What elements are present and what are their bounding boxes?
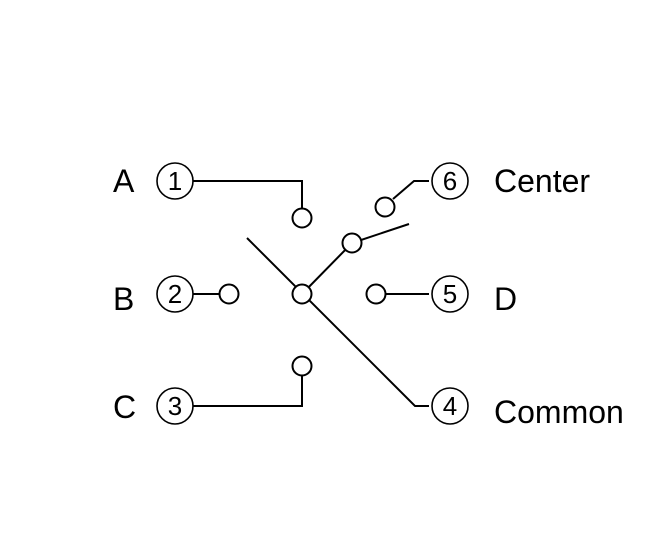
terminal-2-number: 2	[168, 279, 182, 309]
terminal-1-label: A	[113, 163, 135, 199]
terminal-5-number: 5	[443, 279, 457, 309]
terminal-2: 2 B	[113, 275, 194, 317]
terminal-4-label: Common	[494, 394, 624, 430]
terminal-1: 1 A	[113, 162, 194, 200]
contact-d	[365, 283, 387, 305]
contact-b	[218, 283, 240, 305]
common-arm	[246, 237, 429, 407]
contact-a	[291, 207, 313, 229]
terminal-2-circle	[156, 275, 194, 313]
contact-center	[374, 196, 396, 218]
wire-pin3	[193, 376, 303, 407]
terminal-1-number: 1	[168, 166, 182, 196]
wire-pin6	[392, 180, 429, 200]
terminal-2-label: B	[113, 281, 134, 317]
terminal-6-circle	[431, 162, 469, 200]
terminal-3-circle	[156, 387, 194, 425]
contact-c	[291, 355, 313, 377]
contact-center-arm	[341, 232, 363, 254]
terminal-1-circle	[156, 162, 194, 200]
terminal-3: 3 C	[113, 387, 194, 425]
terminal-6-number: 6	[443, 166, 457, 196]
terminal-4: 4 Common	[431, 387, 624, 430]
terminal-6: 6 Center	[431, 162, 590, 200]
terminal-4-circle	[431, 387, 469, 425]
terminal-5-circle	[431, 275, 469, 313]
terminal-5-label: D	[494, 281, 517, 317]
terminal-6-label: Center	[494, 163, 590, 199]
wire-pin1	[193, 180, 303, 208]
terminal-5: 5 D	[431, 275, 517, 317]
contacts	[218, 196, 396, 377]
terminal-3-number: 3	[168, 391, 182, 421]
terminal-4-number: 4	[443, 391, 457, 421]
contact-pivot	[291, 283, 313, 305]
terminal-3-label: C	[113, 389, 136, 425]
